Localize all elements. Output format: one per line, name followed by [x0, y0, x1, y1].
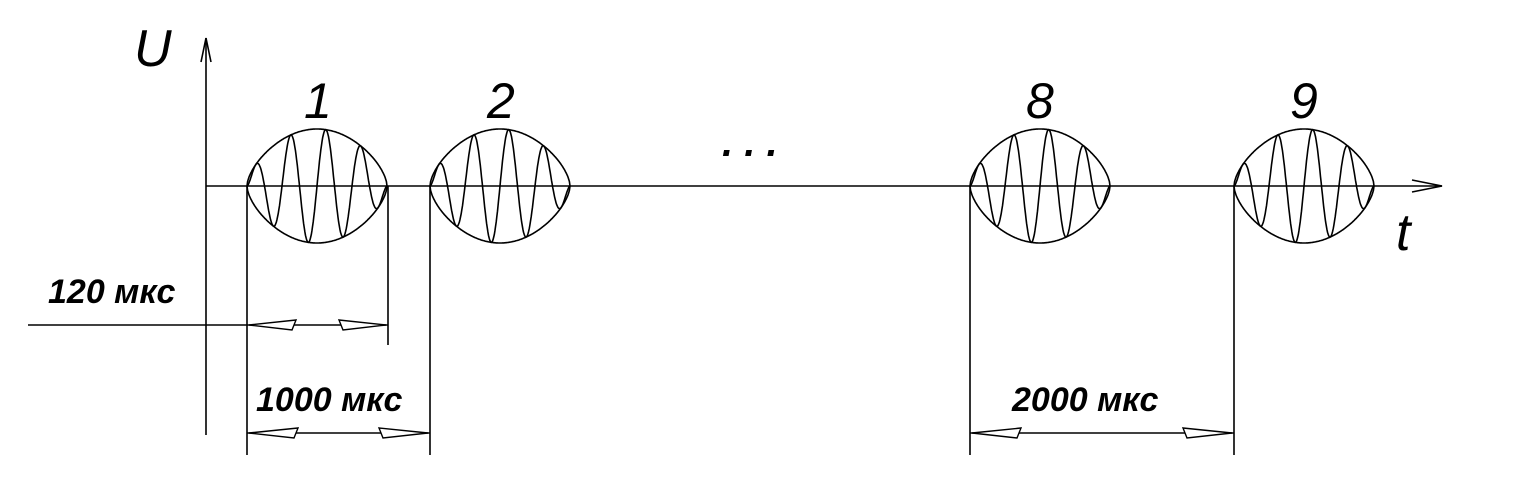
y-axis-label: U: [134, 20, 172, 78]
burst-1-envelope-lower: [246, 185, 388, 244]
dimension-label-120: 120 мкс: [48, 273, 176, 311]
burst-9-carrier-wave: [1233, 128, 1375, 244]
burst-9: [1233, 128, 1375, 244]
burst-1-carrier-wave: [246, 128, 388, 244]
dimension-arrow-120-right: [337, 319, 387, 331]
burst-8-carrier-wave: [969, 128, 1111, 244]
burst-label-1: 1: [304, 73, 332, 129]
burst-label-8: 8: [1026, 73, 1054, 129]
burst-8: [969, 128, 1111, 244]
dimension-arrow-1000-left: [248, 427, 300, 439]
dimension-label-2000: 2000 мкс: [1011, 381, 1158, 419]
burst-2-envelope-upper: [429, 128, 571, 187]
dimension-arrow-1000-right: [377, 427, 429, 439]
burst-8-envelope-lower: [969, 185, 1111, 244]
ellipsis: . . .: [722, 121, 778, 165]
dimension-arrow-2000-right: [1181, 427, 1233, 439]
dimension-label-1000: 1000 мкс: [256, 381, 402, 419]
burst-1-envelope-upper: [246, 128, 388, 187]
y-axis-arrow: [200, 37, 212, 63]
dimension-arrow-2000-left: [971, 427, 1023, 439]
x-axis-arrow: [1411, 179, 1443, 193]
burst-9-envelope-upper: [1233, 128, 1375, 187]
burst-2: [429, 128, 571, 244]
burst-9-envelope-lower: [1233, 185, 1375, 244]
burst-label-9: 9: [1290, 73, 1318, 129]
burst-1: [246, 128, 388, 244]
burst-8-envelope-upper: [969, 128, 1111, 187]
x-axis-label: t: [1396, 204, 1413, 262]
burst-2-carrier-wave: [429, 128, 571, 244]
burst-label-2: 2: [486, 73, 515, 129]
dimension-arrow-120-left: [248, 319, 298, 331]
burst-2-envelope-lower: [429, 185, 571, 244]
